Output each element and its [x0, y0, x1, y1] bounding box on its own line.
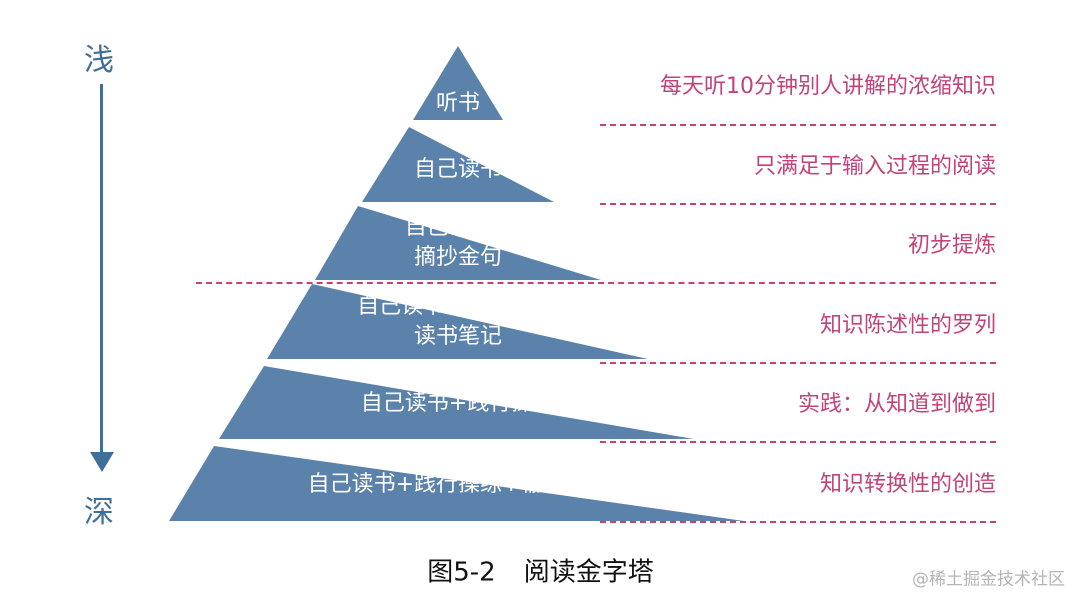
watermark: @稀土掘金技术社区: [912, 569, 1065, 590]
pyramid-layer-1: [413, 46, 503, 120]
pyramid-layer-2-text: 自己读书: [414, 155, 502, 185]
figure-number: 图5-2: [427, 557, 496, 588]
pyramid-layer-3-line-1: 自己读书+: [404, 215, 512, 240]
depth-axis-arrow-icon: [90, 452, 114, 472]
level-label-3: 初步提炼: [907, 233, 996, 258]
depth-axis-bottom-label: 深: [84, 495, 114, 530]
pyramid-layer-4-line-1: 自己读书+思维导图/: [357, 294, 559, 319]
pyramid-layer-4-line-2: 读书笔记: [413, 324, 503, 349]
pyramid-layer-3: [315, 206, 601, 280]
level-divider-4: [600, 362, 996, 364]
pyramid-layer-2-line-1: 自己读书: [413, 157, 503, 182]
level-divider-1: [600, 124, 996, 126]
figure-caption: 图5-2 阅读金字塔: [0, 552, 1081, 589]
pyramid-layer-1-line-1: 听书: [435, 91, 481, 116]
level-label-6: 知识转换性的创造: [819, 472, 996, 497]
pyramid-layer-6: [169, 446, 744, 521]
level-divider-2: [600, 203, 996, 205]
pyramid-layer-2: [362, 127, 554, 202]
level-divider-5: [600, 441, 996, 443]
pyramid-layer-5-line-1: 自己读书+践行操练: [360, 391, 556, 416]
level-divider-3: [196, 282, 996, 284]
pyramid-layer-6-line-1: 自己读书+践行操练+输出教授: [307, 472, 609, 497]
level-label-5: 实践：从知道到做到: [797, 392, 996, 417]
pyramid-layer-5: [219, 366, 694, 439]
pyramid-layer-4: [267, 284, 648, 359]
level-label-2: 只满足于输入过程的阅读: [753, 154, 996, 179]
depth-axis-top-label: 浅: [84, 43, 114, 78]
pyramid-layer-3-line-2: 摘抄金句: [413, 245, 502, 270]
level-label-1: 每天听10分钟别人讲解的浓缩知识: [660, 74, 996, 99]
level-divider-6: [600, 521, 996, 523]
pyramid-layer-4-text: 自己读书+思维导图/ 读书笔记: [357, 292, 559, 352]
pyramid-layer-6-text: 自己读书+践行操练+输出教授: [308, 470, 609, 500]
level-label-4: 知识陈述性的罗列: [819, 313, 996, 338]
pyramid-layer-3-text: 自己读书+ 摘抄金句: [405, 213, 511, 273]
figure-title: 阅读金字塔: [523, 557, 654, 588]
pyramid-layer-1-text: 听书: [436, 89, 480, 119]
pyramid-layer-5-text: 自己读书+践行操练: [361, 389, 555, 419]
depth-axis-line: [100, 84, 103, 456]
